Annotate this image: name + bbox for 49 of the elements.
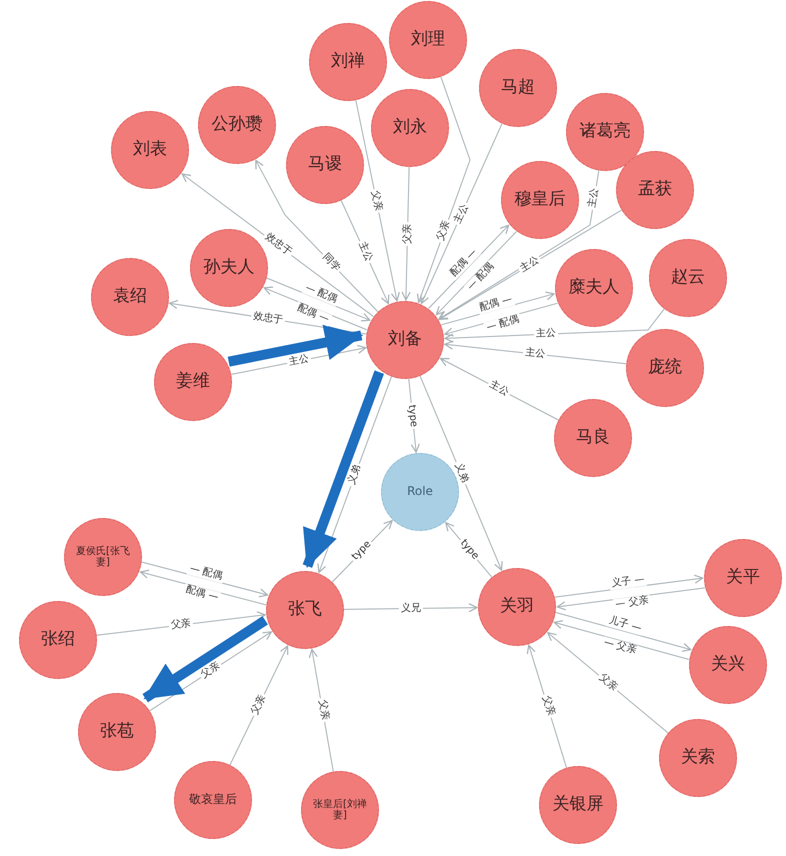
relation-arrow [428,224,510,309]
person-node: 马良 [554,399,632,477]
person-node: 刘禅 [309,23,387,101]
person-node: 张皇后[刘禅妻] [301,771,379,849]
highlight-arrow [302,370,384,568]
person-node: 刘永 [371,89,449,167]
person-node: 庞统 [626,329,704,407]
person-node: 孟获 [616,151,694,229]
person-node: 袁绍 [91,258,169,336]
relation-arrow [554,620,690,660]
relation-arrow [436,231,517,316]
relation-arrow [355,100,400,302]
person-node: 姜维 [154,343,232,421]
relation-arrow [438,210,622,320]
person-node: 关羽 [478,568,556,646]
person-node: 刘理 [389,1,467,79]
relation-arrow [555,612,692,652]
person-node: 张绍 [19,601,97,679]
person-node: 刘表 [111,111,189,189]
person-node: 诸葛亮 [566,93,644,171]
relation-arrow [420,123,502,304]
highlight-arrow [228,324,364,367]
person-node: 穆皇后 [501,161,579,239]
highlight-arrow [142,616,268,702]
person-node: 赵云 [649,239,727,317]
person-node: 敬哀皇后 [174,761,252,839]
edge-label: 父亲 [368,188,385,214]
relation-arrow [444,308,665,343]
person-node: 关索 [659,719,737,797]
edge-label: 父亲 [168,618,194,632]
edge-label: 主公 [522,346,548,362]
person-node: 糜夫人 [555,249,633,327]
person-node: 关平 [704,539,782,617]
edge-label: 父亲 [401,221,414,246]
person-node: 夏侯氏[张飞妻] [64,518,142,596]
person-node: 刘备 [366,301,444,379]
person-node: 张飞 [266,571,344,649]
edge-label: 儿子 — [605,614,644,636]
relation-arrow [255,160,378,312]
person-node: 公孙瓒 [198,86,276,164]
person-node: 马超 [479,49,557,127]
relation-arrow [420,376,503,571]
edge-label: 义子 — [608,573,648,590]
person-node: 关银屏 [539,766,617,844]
relation-arrow [416,76,471,303]
person-node: 马谡 [286,126,364,204]
edge-label: 义兄 [398,602,423,615]
person-node: 关兴 [689,626,767,704]
person-node: 张苞 [78,693,156,771]
